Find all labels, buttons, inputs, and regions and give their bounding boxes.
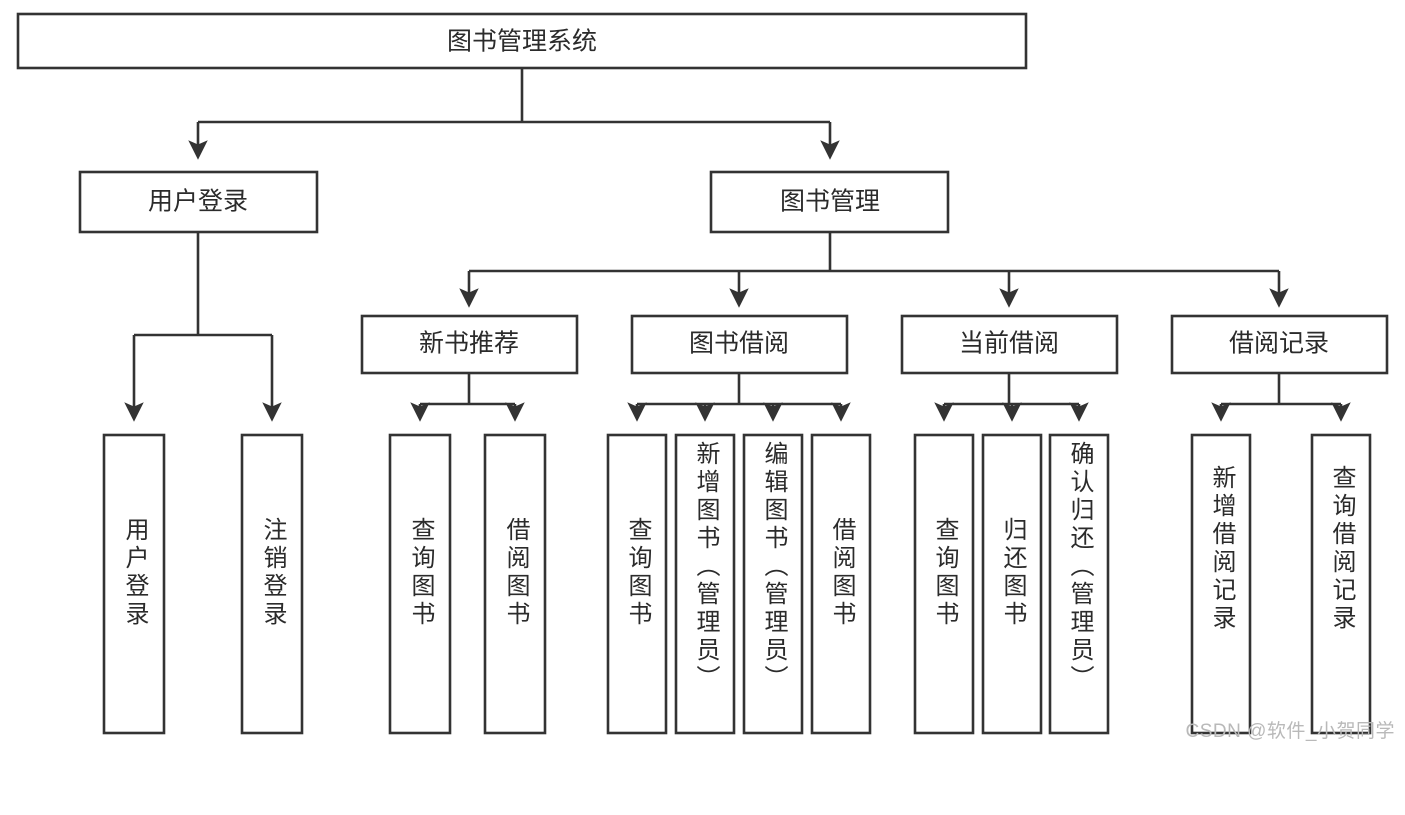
node-book-borrow-label: 图书借阅 xyxy=(689,330,789,358)
node-root[interactable]: 图书管理系统 xyxy=(16,12,1028,70)
leaf-confirm-return-rect[interactable] xyxy=(1048,433,1110,735)
node-current-borrow-rect xyxy=(900,314,1119,375)
node-new-book-rec-label: 新书推荐 xyxy=(419,330,519,358)
node-new-book-rec-rect xyxy=(360,314,579,375)
node-current-borrow[interactable]: 当前借阅 xyxy=(900,314,1119,375)
leaf-borrow-book-1-rect[interactable] xyxy=(483,433,547,735)
node-book-manage[interactable]: 图书管理 xyxy=(709,170,950,234)
csdn-watermark: CSDN @软件_小贺同学 xyxy=(1185,721,1395,742)
node-book-borrow[interactable]: 图书借阅 xyxy=(630,314,849,375)
leaf-query-record-rect[interactable] xyxy=(1310,433,1372,735)
node-book-manage-rect xyxy=(709,170,950,234)
leaf-user-logout-rect[interactable] xyxy=(240,433,304,735)
leaf-add-record-rect[interactable] xyxy=(1190,433,1252,735)
node-borrow-record[interactable]: 借阅记录 xyxy=(1170,314,1389,375)
leaf-user-login-rect[interactable] xyxy=(102,433,166,735)
leaf-query-book-1-rect[interactable] xyxy=(388,433,452,735)
diagram-canvas: 图书管理系统 用户登录 图书管理 新书推荐 图书借阅 当前借阅 借阅记录 xyxy=(16,12,1389,735)
leaf-add-book-rect[interactable] xyxy=(674,433,736,735)
connector-group xyxy=(124,68,1351,422)
node-current-borrow-label: 当前借阅 xyxy=(959,330,1059,358)
flowchart-diagram: 图书管理系统 用户登录 图书管理 新书推荐 图书借阅 当前借阅 借阅记录 xyxy=(16,12,1395,742)
leaf-rect-group xyxy=(102,433,1372,735)
leaf-query-book-2-rect[interactable] xyxy=(606,433,668,735)
node-new-book-rec[interactable]: 新书推荐 xyxy=(360,314,579,375)
node-book-borrow-rect xyxy=(630,314,849,375)
node-root-rect xyxy=(16,12,1028,70)
leaf-return-book-rect[interactable] xyxy=(981,433,1043,735)
node-root-label: 图书管理系统 xyxy=(447,28,597,56)
node-borrow-record-label: 借阅记录 xyxy=(1229,330,1329,358)
leaf-borrow-book-2-rect[interactable] xyxy=(810,433,872,735)
node-user-login-rect xyxy=(78,170,319,234)
node-borrow-record-rect xyxy=(1170,314,1389,375)
node-user-login-label: 用户登录 xyxy=(148,188,248,216)
leaf-query-book-3-rect[interactable] xyxy=(913,433,975,735)
node-book-manage-label: 图书管理 xyxy=(780,188,880,216)
leaf-edit-book-rect[interactable] xyxy=(742,433,804,735)
node-user-login[interactable]: 用户登录 xyxy=(78,170,319,234)
